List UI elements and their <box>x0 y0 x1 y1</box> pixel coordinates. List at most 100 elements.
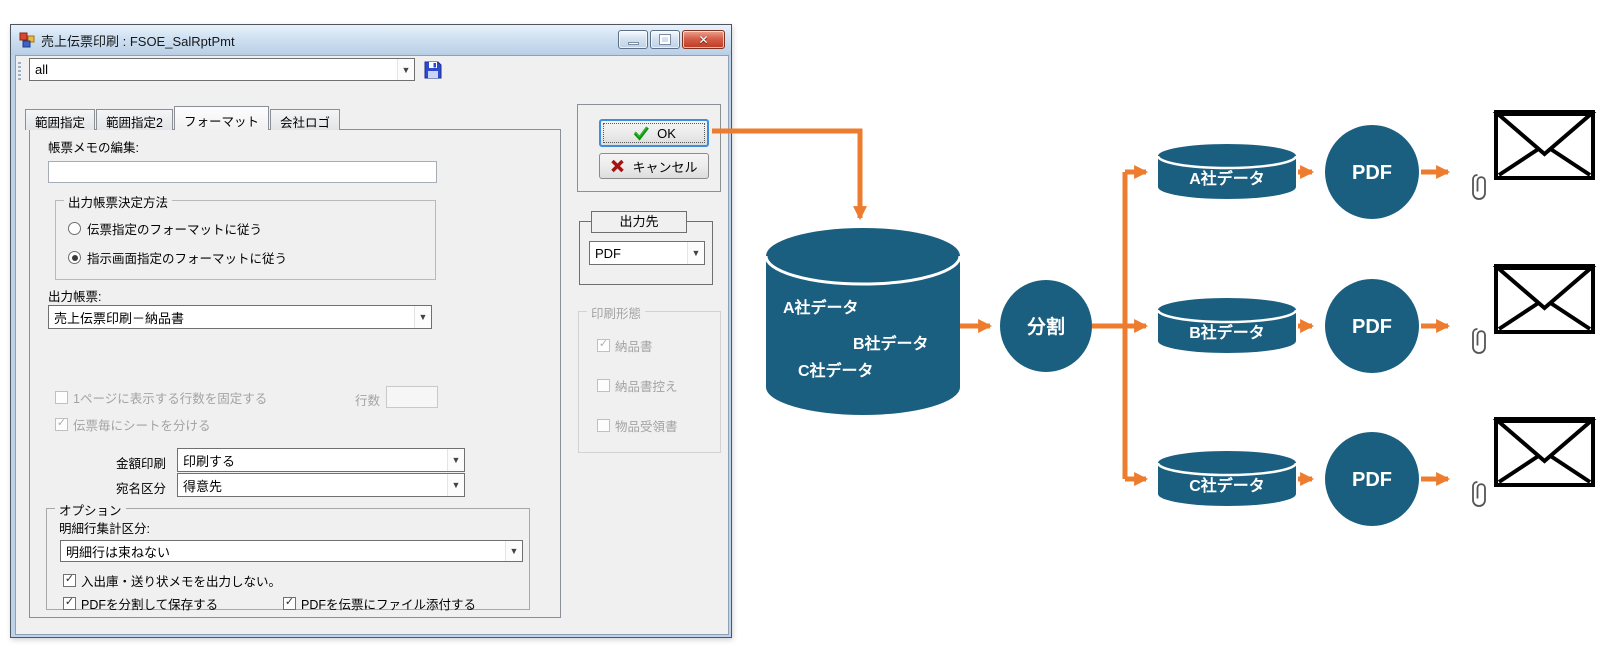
delivery-slip-checkbox: ✓ 納品書 <box>597 336 653 355</box>
maximize-button[interactable] <box>650 30 680 49</box>
checkbox-checked-icon: ✓ <box>63 573 76 587</box>
chevron-down-icon[interactable]: ▼ <box>447 474 464 496</box>
pdf-split-save-checkbox[interactable]: ✓ PDFを分割して保存する <box>63 594 218 613</box>
fix-rows-checkbox: 1ページに表示する行数を固定する <box>55 388 267 407</box>
no-memo-output-checkbox[interactable]: ✓ 入出庫・送り状メモを出力しない。 <box>63 571 281 590</box>
tab-company-logo[interactable]: 会社ロゴ <box>269 109 340 130</box>
radio-selected-icon <box>68 251 81 264</box>
tab-format[interactable]: フォーマット <box>173 106 269 130</box>
memo-input[interactable] <box>48 161 437 183</box>
tabpage-format: 帳票メモの編集: 出力帳票決定方法 伝票指定のフォーマットに従う 指示画面指定の… <box>29 129 561 618</box>
chevron-down-icon[interactable]: ▼ <box>397 59 414 80</box>
tab-label: 範囲指定 <box>35 116 86 130</box>
chevron-down-icon[interactable]: ▼ <box>505 541 522 561</box>
red-x-icon <box>611 159 625 173</box>
close-icon: ✕ <box>698 32 709 47</box>
checkbox-label: 入出庫・送り状メモを出力しない。 <box>81 575 282 589</box>
checkbox-label: 伝票毎にシートを分ける <box>73 419 211 433</box>
paperclip-icon <box>1472 174 1486 200</box>
source-database-cylinder: A社データ B社データ C社データ <box>764 228 962 415</box>
amount-print-value: 印刷する <box>183 453 236 469</box>
output-report-label: 出力帳票: <box>48 290 102 304</box>
delivery-slip-copy-checkbox: 納品書控え <box>597 376 678 395</box>
branch-db-label: C社データ <box>1189 476 1265 495</box>
source-db-line-a: A社データ <box>783 298 859 317</box>
cancel-button[interactable]: キャンセル <box>599 153 709 179</box>
source-db-line-b: B社データ <box>853 334 929 353</box>
pdf-node-label: PDF <box>1352 162 1392 184</box>
window-controls: ✕ <box>618 30 725 49</box>
titlebar[interactable]: 売上伝票印刷 : FSOE_SalRptPmt ✕ <box>11 25 731 55</box>
rows-input <box>386 386 438 408</box>
checkbox-unchecked-icon <box>597 419 610 432</box>
cancel-button-label: キャンセル <box>632 159 698 175</box>
ok-button-label: OK <box>657 125 676 141</box>
radio-unselected-icon <box>68 222 81 235</box>
toolbar-grip[interactable] <box>18 62 21 80</box>
chevron-down-icon[interactable]: ▼ <box>687 242 704 264</box>
tab-range2[interactable]: 範囲指定2 <box>96 109 173 130</box>
pdf-attach-slip-checkbox[interactable]: ✓ PDFを伝票にファイル添付する <box>283 594 476 613</box>
tab-strip: 範囲指定 範囲指定2 フォーマット 会社ロゴ <box>25 106 341 130</box>
green-check-icon <box>633 126 649 141</box>
checkbox-checked-icon: ✓ <box>597 338 610 352</box>
goods-receipt-checkbox: 物品受領書 <box>597 416 678 435</box>
addressee-combobox[interactable]: 得意先 ▼ <box>177 473 465 497</box>
preset-combobox[interactable]: all ▼ <box>29 58 415 81</box>
chevron-down-icon[interactable]: ▼ <box>414 306 431 328</box>
branch-db-label: A社データ <box>1189 169 1265 188</box>
pdf-node-label: PDF <box>1352 469 1392 491</box>
minimize-button[interactable] <box>618 30 648 49</box>
checkbox-label: 納品書 <box>615 340 653 354</box>
tab-label: フォーマット <box>183 115 259 129</box>
save-floppy-icon <box>424 61 442 78</box>
window-title: 売上伝票印刷 : FSOE_SalRptPmt <box>41 33 235 49</box>
detail-sum-value: 明細行は束ねない <box>66 544 171 560</box>
output-report-value: 売上伝票印刷－納品書 <box>54 310 185 326</box>
addressee-value: 得意先 <box>183 478 223 494</box>
focus-rectangle <box>603 123 705 143</box>
tab-label: 範囲指定2 <box>106 116 163 130</box>
output-destination-title: 出力先 <box>591 211 687 233</box>
branch-row-a: A社データ PDF <box>1156 110 1597 219</box>
print-form-group-title: 印刷形態 <box>587 303 646 322</box>
paperclip-icon <box>1472 328 1486 354</box>
output-destination-combobox[interactable]: PDF ▼ <box>589 241 705 265</box>
checkbox-label: 納品書控え <box>615 380 678 394</box>
radio-label: 伝票指定のフォーマットに従う <box>87 223 263 237</box>
options-group: オプション 明細行集計区分: 明細行は束ねない ▼ ✓ 入出庫・送り状メモを出力… <box>46 500 530 613</box>
ok-button[interactable]: OK <box>599 119 709 147</box>
close-button[interactable]: ✕ <box>682 30 725 49</box>
checkbox-label: PDFを伝票にファイル添付する <box>301 598 477 612</box>
radio-follow-screen-format[interactable]: 指示画面指定のフォーマットに従う <box>68 248 287 267</box>
flow-arrows <box>712 128 1451 486</box>
sheet-split-checkbox: ✓ 伝票毎にシートを分ける <box>55 415 211 434</box>
output-report-combobox[interactable]: 売上伝票印刷－納品書 ▼ <box>48 305 432 329</box>
print-form-group: 印刷形態 ✓ 納品書 納品書控え 物品受領書 <box>578 303 721 453</box>
split-label: 分割 <box>1027 315 1065 338</box>
radio-follow-slip-format[interactable]: 伝票指定のフォーマットに従う <box>68 219 262 238</box>
pdf-node-label: PDF <box>1352 316 1392 338</box>
detail-sum-label: 明細行集計区分: <box>59 522 150 536</box>
checkbox-checked-icon: ✓ <box>63 596 76 610</box>
checkbox-checked-icon: ✓ <box>283 596 296 610</box>
tab-label: 会社ロゴ <box>279 116 330 130</box>
maximize-icon <box>660 35 670 44</box>
checkbox-label: 1ページに表示する行数を固定する <box>73 392 268 406</box>
app-window: 売上伝票印刷 : FSOE_SalRptPmt ✕ all ▼ 範囲指定 <box>10 24 732 638</box>
detail-sum-combobox[interactable]: 明細行は束ねない ▼ <box>60 540 523 562</box>
amount-print-combobox[interactable]: 印刷する ▼ <box>177 448 465 472</box>
checkbox-unchecked-icon <box>55 391 68 404</box>
chevron-down-icon[interactable]: ▼ <box>447 449 464 471</box>
envelope-icon <box>1492 417 1597 487</box>
save-preset-button[interactable] <box>421 58 445 81</box>
envelope-icon <box>1492 110 1597 180</box>
checkbox-label: PDFを分割して保存する <box>81 598 219 612</box>
amount-print-label: 金額印刷 <box>115 457 166 471</box>
rows-label: 行数 <box>355 394 381 408</box>
minimize-icon <box>627 41 639 45</box>
tab-range1[interactable]: 範囲指定 <box>25 109 96 130</box>
split-node: 分割 <box>1000 280 1092 372</box>
branch-row-b: B社データ PDF <box>1156 264 1597 373</box>
